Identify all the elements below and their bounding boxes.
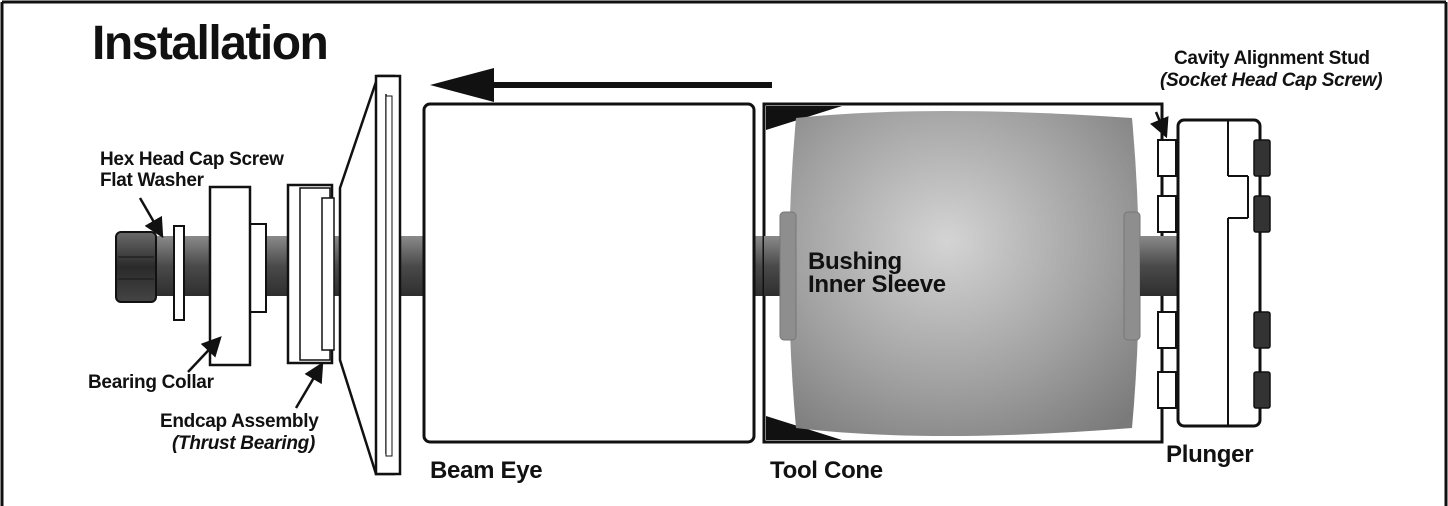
label-endcap-assembly: Endcap Assembly	[160, 411, 319, 432]
label-inner-sleeve: Inner Sleeve	[808, 271, 946, 298]
cone-flange	[338, 74, 402, 476]
hex-head-cap-screw	[115, 231, 157, 303]
label-hex-head-cap-screw: Hex Head Cap Screw	[100, 149, 284, 170]
endcap-assembly	[286, 183, 335, 365]
label-flat-washer: Flat Washer	[100, 170, 204, 191]
leader-endcap-assembly	[294, 361, 324, 409]
label-bearing-collar: Bearing Collar	[88, 372, 214, 393]
bearing-collar	[208, 185, 267, 367]
leader-lines	[138, 111, 1169, 409]
leader-bearing-collar	[187, 336, 222, 373]
plunger	[1140, 118, 1271, 428]
page-title: Installation	[92, 17, 329, 70]
label-tool-cone: Tool Cone	[770, 457, 883, 484]
bushing-inner-sleeve	[779, 111, 1141, 436]
label-bushing: Bushing	[808, 248, 902, 275]
flat-washer	[173, 225, 185, 321]
leader-flat-washer	[138, 197, 164, 239]
label-socket-head-cap-screw: (Socket Head Cap Screw)	[1160, 70, 1383, 91]
leader-cavity-stud	[1150, 111, 1169, 139]
beam-eye	[422, 102, 756, 444]
label-thrust-bearing: (Thrust Bearing)	[172, 433, 315, 454]
direction-arrow	[430, 68, 772, 102]
label-cavity-alignment-stud: Cavity Alignment Stud	[1174, 48, 1370, 69]
label-beam-eye: Beam Eye	[430, 457, 543, 484]
label-plunger: Plunger	[1166, 441, 1254, 468]
